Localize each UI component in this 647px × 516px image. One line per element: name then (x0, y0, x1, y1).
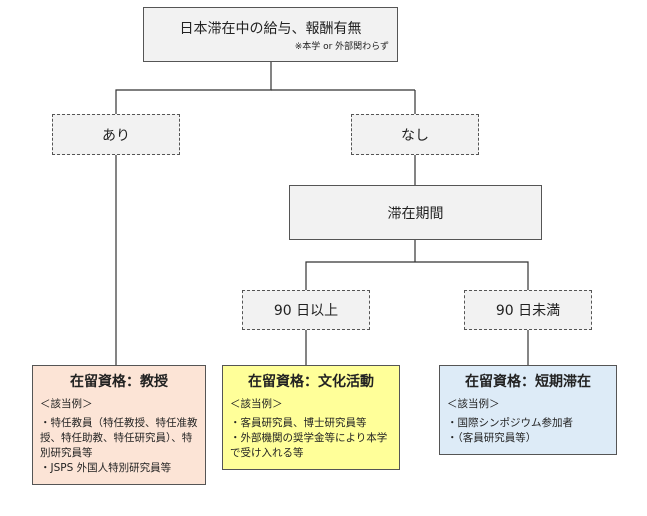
branch-yes: あり (52, 114, 180, 155)
result-subtitle: ＜該当例＞ (447, 398, 500, 411)
branch-no: なし (351, 114, 479, 155)
root-question: 日本滞在中の給与、報酬有無 ※本学 or 外部関わらず (143, 7, 398, 62)
list-item: ・国際シンポジウム参加者 (447, 416, 573, 429)
list-item: ・外部機関の奨学金等により本学で受け入れる等 (230, 431, 388, 459)
root-note: ※本学 or 外部関わらず (294, 41, 389, 52)
result-title: 在留資格：文化活動 (248, 374, 374, 390)
result-subtitle: ＜該当例＞ (230, 398, 283, 411)
root-title: 日本滞在中の給与、報酬有無 (179, 20, 362, 37)
result-subtitle: ＜該当例＞ (40, 398, 93, 411)
duration-node: 滞在期間 (289, 185, 542, 240)
result-short-stay: 在留資格：短期滞在 ＜該当例＞ ・国際シンポジウム参加者 ・（客員研究員等） (439, 365, 617, 455)
result-cultural: 在留資格：文化活動 ＜該当例＞ ・客員研究員、博士研究員等 ・外部機関の奨学金等… (222, 365, 400, 470)
result-professor: 在留資格：教授 ＜該当例＞ ・特任教員（特任教授、特任准教授、特任助教、特任研究… (32, 365, 206, 485)
list-item: ・客員研究員、博士研究員等 (230, 416, 367, 429)
list-item: ・特任教員（特任教授、特任准教授、特任助教、特任研究員）、特別研究員等 (40, 416, 198, 459)
duration-short: 90 日未満 (464, 290, 592, 330)
result-title: 在留資格：短期滞在 (465, 374, 591, 390)
result-title: 在留資格：教授 (70, 374, 168, 390)
list-item: ・JSPS 外国人特別研究員等 (40, 462, 172, 475)
duration-long: 90 日以上 (242, 290, 370, 330)
list-item: ・（客員研究員等） (447, 431, 537, 444)
